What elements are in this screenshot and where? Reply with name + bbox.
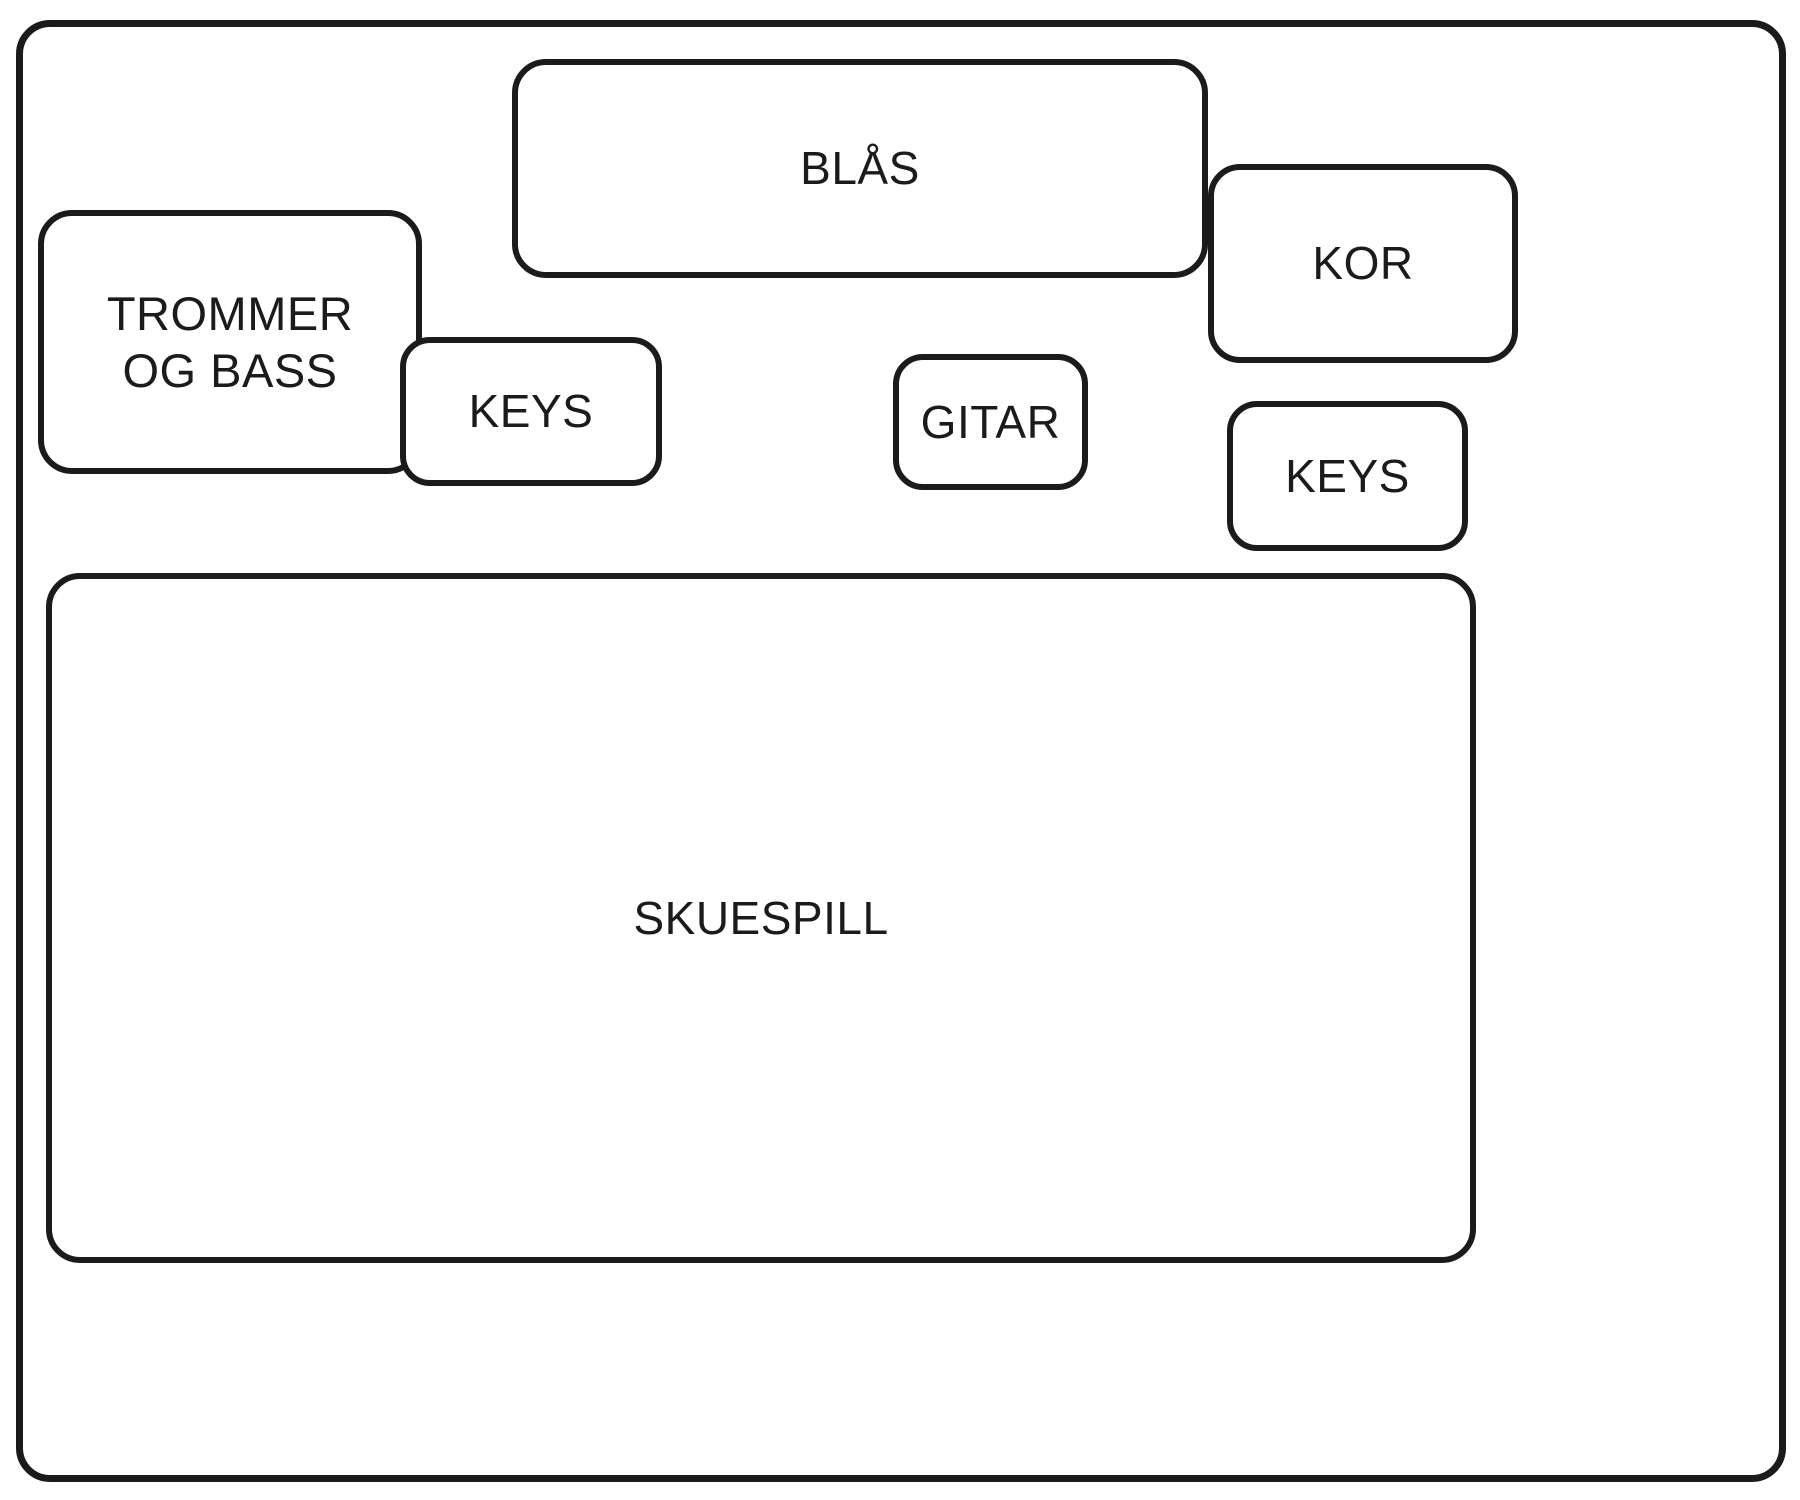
zone-label-blas: BLÅS xyxy=(800,142,920,195)
zone-label-gitar: GITAR xyxy=(920,395,1061,448)
zone-kor[interactable]: KOR xyxy=(1208,164,1518,363)
zone-keys-left[interactable]: KEYS xyxy=(400,337,662,486)
zone-gitar[interactable]: GITAR xyxy=(893,354,1088,490)
zone-blas[interactable]: BLÅS xyxy=(512,59,1208,278)
zone-label-skuespill: SKUESPILL xyxy=(633,891,889,944)
zone-skuespill[interactable]: SKUESPILL xyxy=(46,573,1476,1263)
zone-label-keys-right: KEYS xyxy=(1285,449,1410,502)
zone-keys-right[interactable]: KEYS xyxy=(1227,401,1468,551)
zone-label-trommer-og-bass: TROMMER OG BASS xyxy=(106,286,354,397)
zone-label-keys-left: KEYS xyxy=(468,385,594,438)
zone-label-kor: KOR xyxy=(1312,237,1414,290)
zone-trommer-og-bass[interactable]: TROMMER OG BASS xyxy=(38,210,422,474)
